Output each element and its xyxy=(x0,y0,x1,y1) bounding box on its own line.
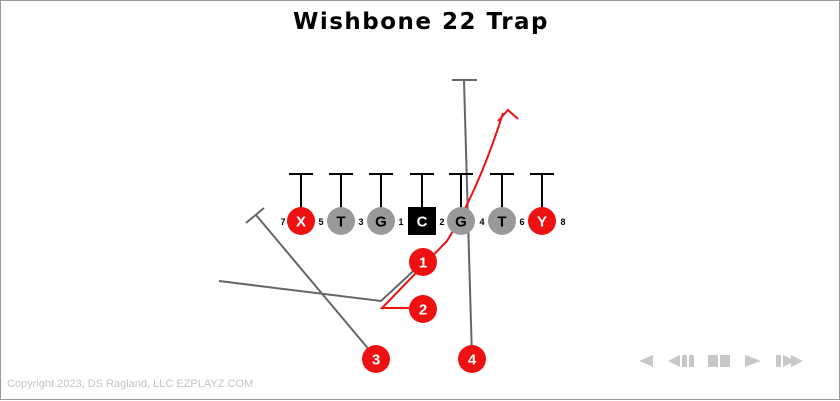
block-mark-rg xyxy=(449,173,473,208)
hole-numbers: 7 5 3 1 2 4 6 8 xyxy=(280,217,565,227)
player-right-tackle[interactable]: T xyxy=(488,207,516,235)
play-title: Wishbone 22 Trap xyxy=(292,9,550,35)
block-mark-y xyxy=(530,173,554,208)
player-y[interactable]: Y xyxy=(528,207,556,235)
back-2-label: 2 xyxy=(419,302,427,319)
back-3[interactable]: 3 xyxy=(362,345,390,373)
hole-number-8: 8 xyxy=(560,217,565,227)
back-2-route xyxy=(379,112,504,309)
player-x-label: X xyxy=(296,214,306,231)
play-icon xyxy=(745,355,761,367)
back-4[interactable]: 4 xyxy=(458,345,486,373)
pause-icon xyxy=(708,355,730,367)
ball-carrier-route xyxy=(379,108,519,309)
step-back-icon xyxy=(668,355,694,367)
back-3-label: 3 xyxy=(372,352,380,369)
block-mark-x xyxy=(289,173,313,208)
rewind-icon xyxy=(639,355,653,367)
player-y-label: Y xyxy=(537,214,547,231)
block-mark-lg xyxy=(369,173,393,208)
playback-controls xyxy=(637,352,805,370)
back-2[interactable]: 2 xyxy=(409,295,437,323)
player-right-guard-label: G xyxy=(455,214,467,231)
backfield: 1 2 3 4 xyxy=(362,248,486,373)
step-forward-icon xyxy=(776,355,803,367)
step-forward-button[interactable] xyxy=(775,352,805,370)
player-right-guard[interactable]: G xyxy=(447,207,475,235)
player-left-guard[interactable]: G xyxy=(367,207,395,235)
hole-number-1: 1 xyxy=(398,217,403,227)
player-left-guard-label: G xyxy=(375,214,387,231)
back-1[interactable]: 1 xyxy=(409,248,437,276)
step-back-button[interactable] xyxy=(667,352,695,370)
player-center[interactable]: C xyxy=(408,207,436,235)
block-mark-lt xyxy=(329,173,353,208)
hole-number-3: 3 xyxy=(358,217,363,227)
back-3-route xyxy=(255,214,377,359)
rewind-button[interactable] xyxy=(637,352,655,370)
block-mark-c xyxy=(410,173,434,208)
offensive-line: X T G C G T Y xyxy=(287,207,556,235)
hole-number-6: 6 xyxy=(519,217,524,227)
copyright-notice: Copyright 2023, DS Ragland, LLC EZPLAYZ.… xyxy=(7,378,254,390)
route-arrowhead xyxy=(497,108,519,122)
player-x[interactable]: X xyxy=(287,207,315,235)
hole-number-4: 4 xyxy=(479,217,484,227)
player-right-tackle-label: T xyxy=(497,214,506,231)
hole-number-2: 2 xyxy=(439,217,444,227)
player-center-label: C xyxy=(417,214,428,231)
back-4-label: 4 xyxy=(468,352,477,369)
back-1-route xyxy=(218,261,424,303)
hole-number-7: 7 xyxy=(280,217,285,227)
player-left-tackle-label: T xyxy=(336,214,345,231)
block-marks xyxy=(289,173,554,208)
pause-button[interactable] xyxy=(707,352,731,370)
play-button[interactable] xyxy=(743,352,763,370)
player-left-tackle[interactable]: T xyxy=(327,207,355,235)
back-1-label: 1 xyxy=(419,255,427,272)
hole-number-5: 5 xyxy=(318,217,323,227)
block-mark-rt xyxy=(490,173,514,208)
back-3-route-end xyxy=(245,207,265,224)
